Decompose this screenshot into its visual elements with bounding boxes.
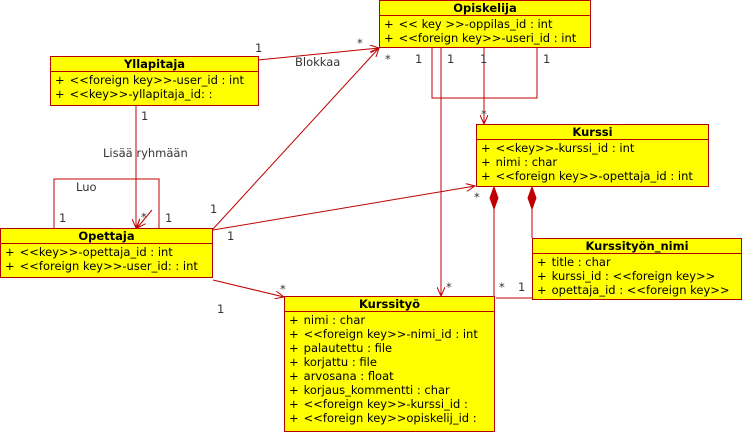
edge-opettaja-self — [53, 178, 160, 228]
multiplicity: 1 — [141, 109, 149, 123]
attribute-list: +title : char +kurssi_id : <<foreign key… — [533, 254, 741, 297]
association-label-lisaa-ryhmaan: Lisää ryhmään — [103, 146, 188, 160]
class-opettaja[interactable]: Opettaja +<<key>>-opettaja_id : int +<<f… — [0, 228, 213, 278]
multiplicity: * — [385, 52, 391, 66]
multiplicity: * — [280, 282, 286, 296]
multiplicity: * — [499, 280, 505, 294]
class-name: Opettaja — [1, 229, 212, 244]
class-kurssi[interactable]: Kurssi +<<key>>-kurssi_id : int +nimi : … — [476, 124, 709, 187]
multiplicity: 1 — [480, 52, 488, 66]
attribute: +palautettu : file — [289, 341, 393, 355]
attribute-list: +<<key>>-kurssi_id : int +nimi : char +<… — [477, 140, 708, 183]
edge-opettaja-kurssi — [212, 186, 475, 231]
attribute: +<<foreign key>>-kurssi_id : — [289, 397, 468, 411]
attribute: +nimi : char — [481, 155, 558, 169]
attribute-list: +nimi : char +<<foreign key>>-nimi_id : … — [285, 312, 494, 425]
attribute: +kurssi_id : <<foreign key>> — [537, 269, 716, 283]
attribute: +<<foreign key>>-user_id: : int — [5, 259, 198, 273]
attribute: +title : char — [537, 255, 611, 269]
edge-opettaja-kurssityo — [212, 279, 284, 297]
attribute: +<<foreign key>>-user_id : int — [55, 73, 245, 87]
class-name: Kurssityön_nimi — [533, 239, 741, 254]
class-name: Kurssityö — [285, 297, 494, 312]
multiplicity: 1 — [165, 211, 173, 225]
edge-opettaja-opiskelija — [212, 48, 379, 230]
multiplicity: * — [481, 107, 487, 121]
attribute-list: +<< key >>-oppilas_id : int +<<foreign k… — [380, 16, 590, 45]
attribute-list: +<<foreign key>>-user_id : int +<<key>>-… — [51, 72, 258, 101]
edge-yllapitaja-opiskelija — [257, 48, 379, 61]
class-kurssityo[interactable]: Kurssityö +nimi : char +<<foreign key>>-… — [284, 296, 495, 432]
attribute: +korjaus_kommentti : char — [289, 383, 450, 397]
attribute: +opettaja_id : <<foreign key>> — [537, 283, 730, 297]
attribute: +arvosana : float — [289, 369, 394, 383]
multiplicity: 1 — [227, 229, 235, 243]
attribute: +<<key>>-kurssi_id : int — [481, 141, 635, 155]
multiplicity: 1 — [217, 302, 225, 316]
class-opiskelija[interactable]: Opiskelija +<< key >>-oppilas_id : int +… — [379, 0, 591, 48]
multiplicity: * — [474, 190, 480, 204]
multiplicity: * — [141, 210, 147, 224]
composition-diamond-left — [489, 185, 499, 211]
class-yllapitaja[interactable]: Yllapitaja +<<foreign key>>-user_id : in… — [50, 56, 259, 106]
association-label-luo: Luo — [76, 180, 97, 194]
multiplicity: 1 — [415, 52, 423, 66]
class-name: Opiskelija — [380, 1, 590, 16]
class-name: Yllapitaja — [51, 57, 258, 72]
attribute: +nimi : char — [289, 313, 366, 327]
edge-opettaja-self-arrow — [137, 209, 153, 228]
multiplicity: * — [357, 36, 363, 50]
multiplicity: 1 — [543, 52, 551, 66]
association-label-blokkaa: Blokkaa — [295, 55, 341, 69]
attribute: +<<foreign key>>opiskelij_id : — [289, 411, 477, 425]
attribute: +korjattu : file — [289, 355, 377, 369]
class-kurssityon-nimi[interactable]: Kurssityön_nimi +title : char +kurssi_id… — [532, 238, 742, 300]
attribute: +<<foreign key>>-opettaja_id : int — [481, 169, 693, 183]
attribute: +<<foreign key>>-nimi_id : int — [289, 327, 478, 341]
composition-diamond-right — [527, 185, 537, 211]
multiplicity: 1 — [255, 41, 263, 55]
attribute: +<<key>>-opettaja_id : int — [5, 245, 173, 259]
attribute: +<< key >>-oppilas_id : int — [384, 17, 553, 31]
attribute: +<<foreign key>>-useri_id : int — [384, 31, 577, 45]
multiplicity: 1 — [447, 52, 455, 66]
attribute-list: +<<key>>-opettaja_id : int +<<foreign ke… — [1, 244, 212, 273]
class-name: Kurssi — [477, 125, 708, 140]
multiplicity: 1 — [210, 202, 218, 216]
attribute: +<<key>>-yllapitaja_id: : — [55, 87, 213, 101]
multiplicity: * — [446, 280, 452, 294]
multiplicity: 1 — [59, 211, 67, 225]
multiplicity: 1 — [518, 280, 526, 294]
